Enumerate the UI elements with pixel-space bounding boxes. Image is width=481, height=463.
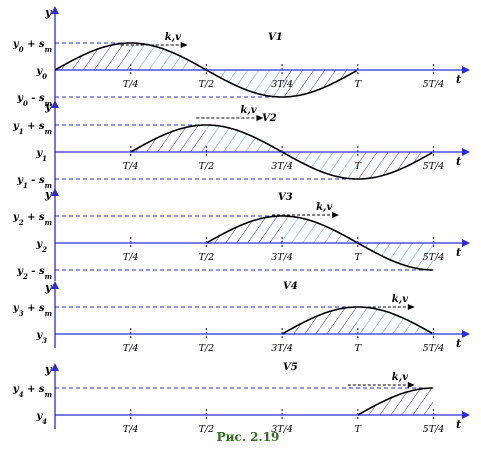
panel-3-propagation-arrow [332, 212, 340, 218]
panel-2-tick-label-4: T [355, 161, 362, 172]
panel-2-hatch-rising [130, 125, 207, 152]
panel-3-y-bottom-label: y2 - sm [16, 266, 52, 281]
panel-4-tick-label-4: T [355, 343, 362, 354]
panel-3-hatch-rising [206, 216, 283, 243]
panel-3-y-mid-label: y2 [35, 239, 47, 254]
panel-5-t-axis-arrow [462, 411, 470, 419]
panel-4-y-axis-label: y [44, 281, 53, 294]
panel-5-tick-label-3: 3T/4 [271, 424, 293, 435]
panel-5-t-axis-label: t [456, 418, 461, 431]
panel-1-hatch-trough [206, 70, 283, 97]
panel-3-t-axis-label: t [456, 246, 461, 259]
panel-2-name: V2 [262, 113, 277, 124]
panel-3-y-axis-label: y [44, 188, 53, 201]
panel-2-tick-label-3: 3T/4 [271, 161, 293, 172]
panel-1-y-axis-label: y [44, 6, 53, 19]
panel-1-tick-label-5: 5T/4 [423, 79, 445, 90]
panel-4-t-axis-arrow [462, 330, 470, 338]
panel-2-propagation-label: k,v [240, 105, 256, 116]
panel-3-name: V3 [278, 192, 293, 203]
panel-1-propagation-arrow [180, 42, 188, 48]
panel-5-tick-label-5: 5T/4 [423, 424, 445, 435]
panel-3-hatch-trough [357, 243, 434, 270]
panel-5-y-top-label: y4 + sm [12, 384, 52, 399]
panel-4-hatch-falling [357, 307, 434, 334]
panel-3-t-axis-arrow [462, 239, 470, 247]
panel-4-tick-label-5: 5T/4 [423, 343, 445, 354]
panel-3-tick-label-3: 3T/4 [271, 252, 293, 263]
panel-1-hatch-rising [55, 43, 131, 70]
panel-3-tick-label-5: 5T/4 [423, 252, 445, 263]
panel-2-hatch-falling [206, 125, 283, 152]
panel-5-wave-curve [357, 387, 433, 416]
panel-5-tick-label-4: T [355, 424, 362, 435]
panel-5-propagation-label: k,v [392, 372, 408, 383]
panel-2-wave-curve [130, 124, 433, 180]
panel-2-hatch-return [357, 152, 434, 179]
panel-1-hatch-falling [130, 43, 207, 70]
panel-2-tick-label-1: T/4 [123, 161, 139, 172]
panel-1-y-bottom-label: y0 - sm [16, 93, 52, 108]
panel-4-y-top-label: y3 + sm [12, 303, 52, 318]
panel-4-wave-curve [281, 306, 433, 335]
panel-3-tick-label-2: T/2 [199, 252, 215, 263]
panel-2-y-mid-label: y1 [35, 148, 47, 163]
panel-5-tick-label-1: T/4 [123, 424, 139, 435]
panel-4-propagation-arrow [407, 304, 415, 310]
panel-1-y-top-label: y0 + sm [12, 39, 52, 54]
panel-4-tick-label-1: T/4 [123, 343, 139, 354]
panel-2-propagation-arrow [256, 115, 264, 121]
panel-4-y-axis-arrow [51, 281, 59, 289]
panel-2-t-axis-label: t [456, 155, 461, 168]
panel-2-y-bottom-label: y1 - sm [16, 175, 52, 190]
panel-4-t-axis-label: t [456, 337, 461, 350]
panel-2-tick-label-5: 5T/4 [423, 161, 445, 172]
panel-5-y-axis-arrow [51, 363, 59, 371]
panel-1-y-axis-arrow [51, 6, 59, 14]
panel-2-hatch-trough [282, 152, 358, 179]
panel-4-hatch-rising [282, 307, 358, 334]
panel-3-y-axis-arrow [51, 188, 59, 196]
panel-4-tick-label-2: T/2 [199, 343, 215, 354]
panel-3-y-top-label: y2 + sm [12, 212, 52, 227]
panel-5-propagation-arrow [407, 382, 415, 388]
panel-5-tick-label-2: T/2 [199, 424, 215, 435]
panel-2-y-axis-label: y [44, 100, 53, 113]
panel-5-hatch-rising [357, 388, 434, 415]
panel-1-t-axis-arrow [462, 66, 470, 74]
panel-2-y-top-label: y1 + sm [12, 121, 52, 136]
panel-2-y-axis-arrow [51, 100, 59, 108]
panel-1-y-mid-label: y0 [35, 66, 47, 81]
panel-1-wave-curve [54, 42, 357, 98]
panel-1-tick-label-2: T/2 [199, 79, 215, 90]
panel-1-tick-label-3: 3T/4 [271, 79, 293, 90]
panel-4-tick-label-3: 3T/4 [271, 343, 293, 354]
panel-5-y-axis-label: y [44, 363, 53, 376]
panel-3-tick-label-1: T/4 [123, 252, 139, 263]
panel-1-t-axis-label: t [456, 73, 461, 86]
panel-3-hatch-falling [282, 216, 358, 243]
panel-1-hatch-return [282, 70, 358, 97]
panel-5-y-mid-label: y4 [35, 411, 47, 426]
panel-4-y-mid-label: y3 [35, 330, 47, 345]
panel-2-t-axis-arrow [462, 148, 470, 156]
panel-5-name: V5 [283, 362, 298, 373]
panel-4-propagation-label: k,v [392, 294, 408, 305]
panel-2-tick-label-2: T/2 [199, 161, 215, 172]
panel-3-tick-label-4: T [355, 252, 362, 263]
panel-1-name: V1 [268, 32, 283, 43]
panel-3-propagation-label: k,v [316, 202, 332, 213]
panel-1-tick-label-1: T/4 [123, 79, 139, 90]
panel-4-name: V4 [283, 281, 298, 292]
figure-caption: Рис. 2.19 [217, 430, 280, 444]
panel-3-wave-curve [206, 215, 433, 271]
panel-1-propagation-label: k,v [165, 32, 181, 43]
panel-1-tick-label-4: T [355, 79, 362, 90]
